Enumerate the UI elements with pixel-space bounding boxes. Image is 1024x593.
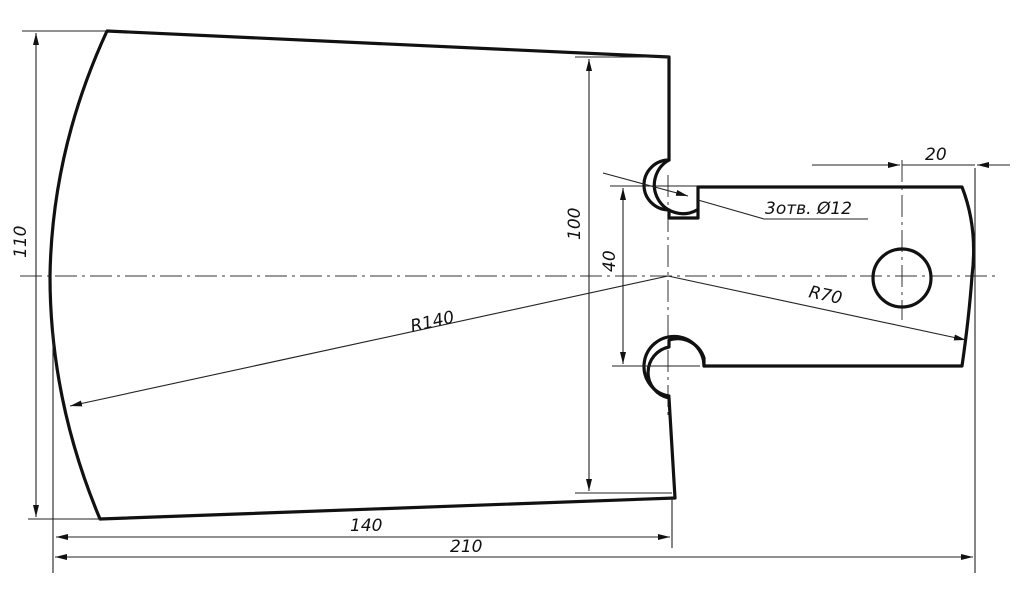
dim-label-20: 20 <box>925 145 947 165</box>
leader-r70 <box>667 275 967 341</box>
dim-label-110: 110 <box>11 226 31 258</box>
dim-label-r140: R140 <box>409 307 457 336</box>
mounting-hole <box>871 247 933 309</box>
top-slot-cutout <box>652 158 699 216</box>
holes-note: 3отв. Ø12 <box>765 199 852 219</box>
dim-label-100: 100 <box>565 208 585 240</box>
leader-holes <box>602 172 689 197</box>
bottom-slot-cutout <box>642 334 706 398</box>
dim-label-210: 210 <box>450 537 482 557</box>
dim-label-r70: R70 <box>807 282 844 309</box>
leader-holes-tail <box>697 199 765 220</box>
dim-label-40: 40 <box>600 250 620 272</box>
dim-label-140: 140 <box>350 516 382 536</box>
part-outline <box>48 29 976 521</box>
leader-r140 <box>69 275 669 407</box>
